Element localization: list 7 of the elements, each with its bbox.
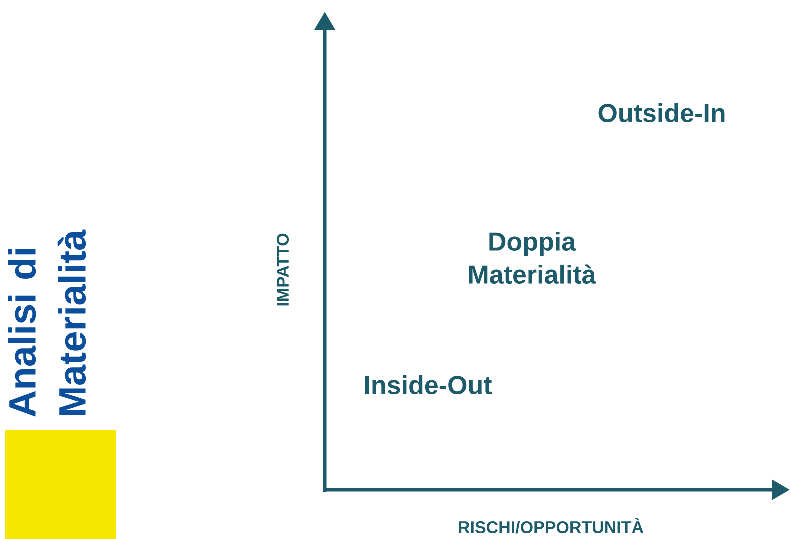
square-block bbox=[5, 430, 116, 539]
axis-label: IMPATTO bbox=[276, 234, 290, 306]
axis-label: RISCHI/OPPORTUNITÀ bbox=[459, 518, 644, 534]
quadrant-label: Inside-Out bbox=[365, 375, 492, 395]
title-text: Analisi di Materialità bbox=[8, 230, 86, 417]
quadrant-label: Doppia Materialità bbox=[469, 232, 596, 284]
quadrant-label: Outside-In bbox=[598, 103, 725, 123]
